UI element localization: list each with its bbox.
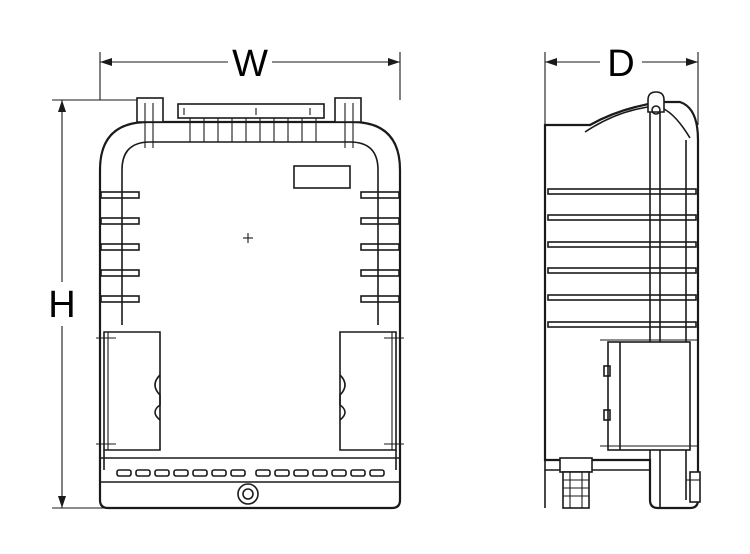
label-plate xyxy=(293,165,351,189)
right-top-clip xyxy=(334,97,362,123)
height-dimension: H xyxy=(48,99,140,509)
cable-gland-icon xyxy=(559,457,593,509)
depth-dimension: D xyxy=(544,43,699,125)
comb-teeth xyxy=(183,108,317,142)
right-latch-clip xyxy=(339,331,404,451)
left-latch-clip xyxy=(96,331,161,451)
depth-label: D xyxy=(607,43,634,85)
width-label: W xyxy=(232,43,268,85)
lock-screw-icon xyxy=(237,483,259,505)
center-mark xyxy=(243,233,253,243)
front-view xyxy=(96,97,404,510)
height-label: H xyxy=(48,284,75,326)
bottom-vent-slots xyxy=(116,469,385,477)
hinge-loop-icon xyxy=(647,91,665,115)
side-ribs xyxy=(547,188,697,328)
left-ribs xyxy=(100,191,140,303)
bottom-clip xyxy=(686,471,701,503)
side-view xyxy=(543,91,701,510)
side-latch xyxy=(600,339,698,451)
front-outer-shell xyxy=(98,120,402,510)
width-dimension: W xyxy=(99,43,401,100)
right-ribs xyxy=(360,191,400,303)
left-top-clip xyxy=(136,97,164,123)
top-cable-comb xyxy=(177,103,325,119)
front-inner-contour xyxy=(121,141,379,325)
